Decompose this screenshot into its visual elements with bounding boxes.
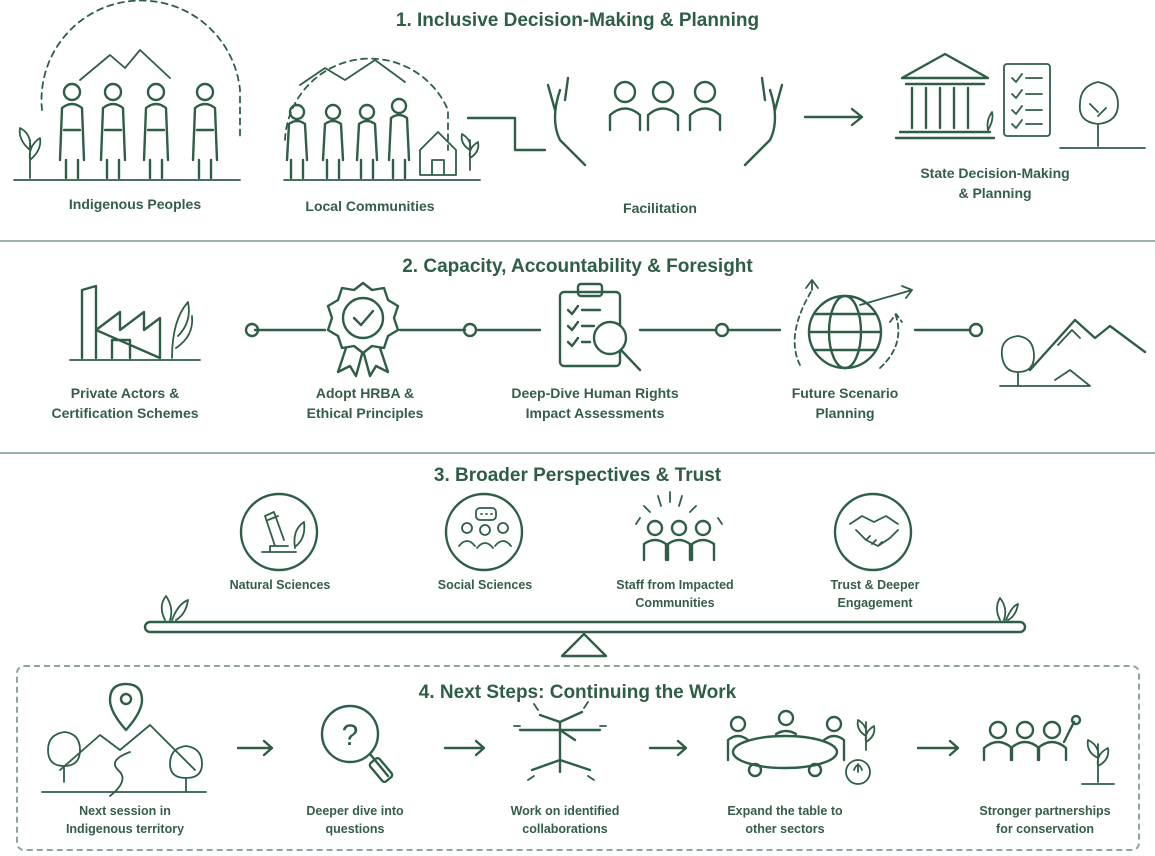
round-table-icon bbox=[726, 709, 846, 778]
label-collaborations: Work on identified collaborations bbox=[490, 803, 640, 838]
label-staff-line2: Communities bbox=[635, 595, 715, 610]
local-communities-icon bbox=[283, 57, 481, 181]
label-s5-line1: Stronger partnerships bbox=[979, 804, 1111, 818]
label-trust-line2: Engagement bbox=[837, 595, 913, 610]
label-local-communities: Local Communities bbox=[305, 198, 435, 214]
label-s3-line2: collaborations bbox=[522, 821, 608, 836]
label-future-line1: Future Scenario bbox=[791, 385, 899, 401]
label-indigenous-peoples: Indigenous Peoples bbox=[68, 196, 202, 212]
label-social-sciences: Social Sciences bbox=[437, 578, 533, 592]
leaf-icon bbox=[69, 301, 201, 361]
location-pin-icon bbox=[108, 682, 144, 732]
label-deep-dive: Deep-Dive Human Rights Impact Assessment… bbox=[490, 383, 700, 424]
label-adopt-hrba: Adopt HRBA & Ethical Principles bbox=[280, 383, 450, 424]
factory-icon bbox=[80, 284, 162, 360]
label-facilitation: Facilitation bbox=[623, 200, 697, 216]
mountain-icon bbox=[1028, 318, 1147, 372]
checklist-icon bbox=[1003, 63, 1051, 137]
government-building-icon bbox=[894, 52, 996, 140]
label-private-line1: Private Actors & bbox=[70, 385, 180, 401]
label-trust-line1: Trust & Deeper bbox=[830, 578, 920, 592]
handshake-icon bbox=[833, 492, 913, 572]
joined-hands-icon bbox=[513, 701, 607, 781]
label-deep-line2: Impact Assessments bbox=[525, 405, 665, 422]
tree-icon-2 bbox=[999, 335, 1091, 387]
clipboard-magnifier-icon bbox=[558, 282, 642, 372]
section-1-title: 1. Inclusive Decision-Making & Planning bbox=[395, 10, 760, 31]
hut-icon bbox=[283, 131, 481, 181]
question-mark-text: ? bbox=[342, 719, 359, 752]
label-staff-line1: Staff from Impacted bbox=[616, 578, 734, 592]
section-4-title: 4. Next Steps: Continuing the Work bbox=[418, 682, 737, 703]
partnership-people-icon bbox=[982, 714, 1082, 762]
divider-1 bbox=[0, 240, 1155, 242]
label-state-line2: & Planning bbox=[958, 185, 1032, 202]
staff-community-icon bbox=[635, 491, 723, 562]
label-state-decision: State Decision-Making & Planning bbox=[885, 163, 1105, 204]
label-staff-communities: Staff from Impacted Communities bbox=[595, 577, 755, 612]
label-stronger-partnerships: Stronger partnerships for conservation bbox=[955, 803, 1135, 838]
label-future-scenario: Future Scenario Planning bbox=[760, 383, 930, 424]
arrow-right-icon bbox=[803, 107, 864, 127]
label-s5-line2: for conservation bbox=[996, 821, 1094, 836]
plant-icon bbox=[845, 719, 876, 785]
divider-2 bbox=[0, 452, 1155, 454]
label-s3-line1: Work on identified bbox=[510, 804, 620, 818]
label-s1-line1: Next session in bbox=[79, 804, 171, 818]
label-s1-line2: Indigenous territory bbox=[65, 821, 185, 836]
next-steps-box bbox=[16, 665, 1140, 851]
label-trust-engagement: Trust & Deeper Engagement bbox=[795, 577, 955, 612]
tree-icon bbox=[986, 81, 1146, 149]
globe-icon bbox=[793, 279, 913, 370]
scale-icon bbox=[143, 595, 1027, 658]
section-3-title: 3. Broader Perspectives & Trust bbox=[433, 465, 722, 486]
award-badge-icon bbox=[326, 281, 400, 378]
label-s4-line1: Expand the table to bbox=[727, 804, 843, 818]
label-private-line2: Certification Schemes bbox=[51, 405, 199, 422]
indigenous-peoples-icon bbox=[13, 0, 241, 181]
connector-line bbox=[466, 116, 547, 152]
label-private-actors: Private Actors & Certification Schemes bbox=[30, 383, 220, 424]
sprout-icon bbox=[1081, 739, 1115, 785]
label-state-line1: State Decision-Making bbox=[920, 165, 1070, 181]
arrow-right-icon bbox=[236, 739, 960, 757]
group-chat-icon bbox=[444, 492, 524, 572]
label-deep-line1: Deep-Dive Human Rights bbox=[511, 385, 679, 401]
label-future-line2: Planning bbox=[815, 405, 875, 422]
territory-landscape-icon bbox=[41, 724, 207, 797]
label-next-session: Next session in Indigenous territory bbox=[40, 803, 210, 838]
label-s4-line2: other sectors bbox=[745, 821, 825, 836]
timeline bbox=[244, 322, 984, 338]
label-deeper-dive: Deeper dive into questions bbox=[280, 803, 430, 838]
label-natural-sciences: Natural Sciences bbox=[229, 578, 331, 592]
facilitation-hands-icon bbox=[546, 76, 784, 167]
section-2-title: 2. Capacity, Accountability & Foresight bbox=[402, 256, 753, 277]
label-s2-line1: Deeper dive into bbox=[306, 804, 404, 818]
label-expand-table: Expand the table to other sectors bbox=[700, 803, 870, 838]
label-s2-line2: questions bbox=[325, 821, 385, 836]
label-hrba-line1: Adopt HRBA & bbox=[315, 385, 415, 401]
question-magnifier-icon bbox=[320, 704, 394, 784]
label-hrba-line2: Ethical Principles bbox=[306, 405, 424, 422]
microscope-icon bbox=[239, 492, 319, 572]
